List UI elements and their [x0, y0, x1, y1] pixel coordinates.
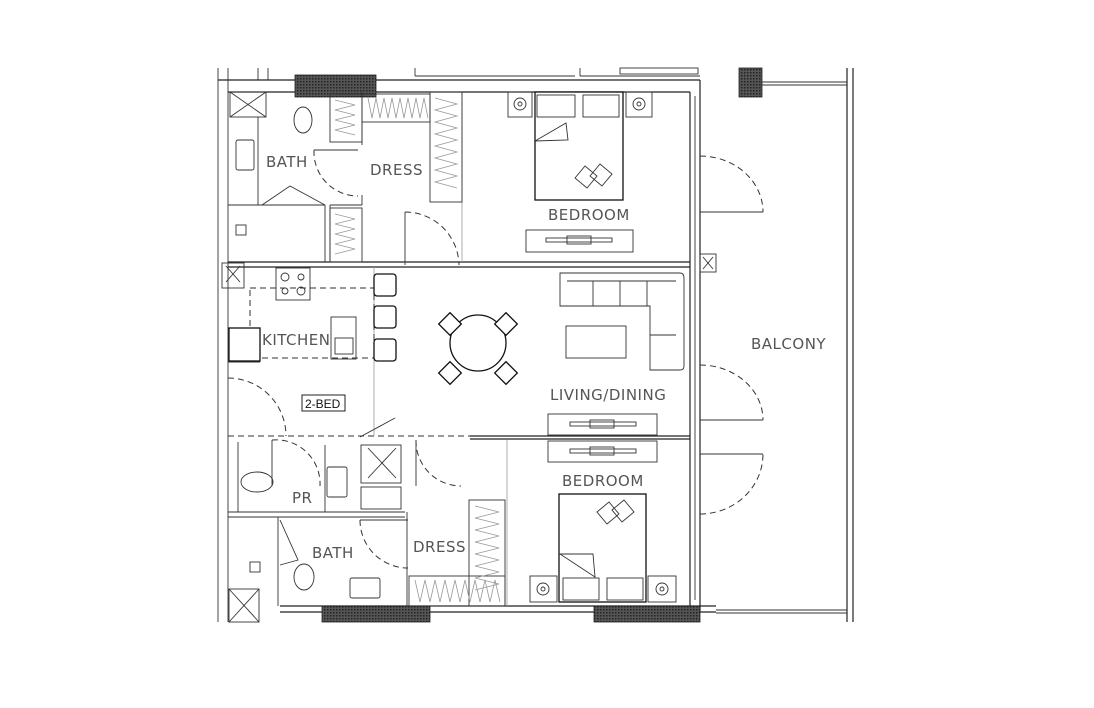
sofa-icon — [559, 272, 685, 371]
shower-icon — [360, 444, 402, 484]
shaft — [228, 588, 260, 623]
sink-icon — [249, 561, 261, 573]
bed-icon — [534, 91, 624, 201]
sink-icon — [235, 139, 255, 171]
structural-column — [294, 74, 377, 98]
stove-icon — [275, 267, 311, 301]
structural-column — [738, 67, 763, 98]
label-bedroom-top: BEDROOM — [548, 206, 630, 224]
tv-console-icon — [547, 440, 658, 463]
furniture — [373, 91, 685, 603]
nightstand-icon — [625, 91, 653, 118]
sink-icon — [326, 466, 348, 498]
shaft — [221, 262, 245, 289]
balcony — [699, 68, 854, 622]
coffee-table-icon — [565, 325, 627, 359]
chair-icon — [493, 360, 519, 386]
doors — [227, 149, 764, 569]
sink-icon — [235, 224, 247, 236]
label-living-dining: LIVING/DINING — [550, 386, 666, 404]
fridge-icon — [228, 327, 261, 362]
nightstand-icon — [507, 91, 533, 118]
label-bath-top: BATH — [266, 153, 308, 171]
toilet-icon — [293, 106, 313, 134]
unit-tag: 2-BED — [305, 397, 341, 411]
top-neighbour-strip — [217, 67, 700, 622]
tv-console-icon — [525, 229, 634, 253]
unit-tag-box — [301, 394, 346, 412]
bar-stool-icon — [373, 305, 397, 329]
room-labels: BATH DRESS BEDROOM KITCHEN LIVING/DINING… — [262, 153, 826, 562]
nightstand-icon — [647, 575, 677, 603]
fixtures — [228, 106, 402, 599]
chair-icon — [493, 311, 519, 337]
kitchen-sink-icon — [330, 316, 357, 360]
bed-icon — [558, 493, 647, 603]
tv-console-icon — [547, 413, 658, 436]
sink-icon — [349, 577, 381, 599]
shaft — [229, 91, 267, 118]
chair-icon — [437, 360, 463, 386]
label-powder-room: PR — [292, 489, 312, 507]
bar-stool-icon — [373, 338, 397, 362]
structural-column — [593, 605, 701, 623]
chair-icon — [437, 311, 463, 337]
bar-stool-icon — [373, 273, 397, 297]
dining-table-icon — [449, 314, 507, 372]
label-bath-bottom: BATH — [312, 544, 354, 562]
label-dress-bottom: DRESS — [413, 538, 466, 556]
structural-column — [321, 605, 431, 623]
label-bedroom-bottom: BEDROOM — [562, 472, 644, 490]
toilet-icon — [293, 563, 315, 591]
shower-tray-icon — [360, 486, 402, 510]
toilet-icon — [240, 471, 274, 493]
label-balcony: BALCONY — [751, 335, 826, 353]
label-dress-top: DRESS — [370, 161, 423, 179]
nightstand-icon — [529, 575, 558, 603]
label-kitchen: KITCHEN — [262, 331, 331, 349]
wardrobes — [329, 91, 506, 607]
